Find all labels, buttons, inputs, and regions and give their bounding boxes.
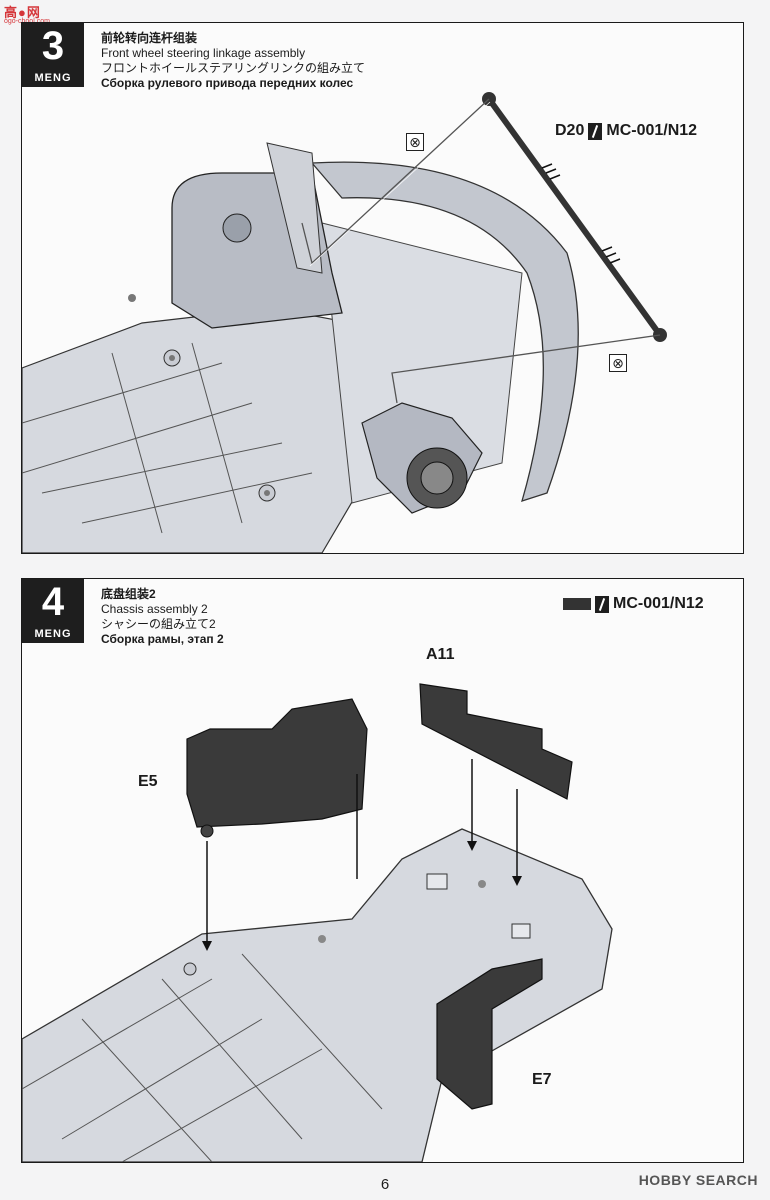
- paint-legend: MC-001/N12: [563, 595, 704, 613]
- step-4-illustration: [22, 683, 613, 1162]
- paint-reference: MC-001/N12: [606, 122, 698, 139]
- part-label-e5: E5: [138, 773, 158, 790]
- step-number: 4: [41, 580, 65, 624]
- page-number: 6: [380, 1176, 390, 1193]
- step-title-zh: 底盘组装2: [101, 587, 156, 601]
- part-label-e7: E7: [532, 1071, 552, 1088]
- step-title-zh: 前轮转向连杆组装: [101, 31, 198, 45]
- step-title-ru: Сборка рамы, этап 2: [101, 632, 224, 646]
- brand-logo: MENG: [34, 72, 72, 84]
- part-label: D20: [555, 122, 585, 139]
- watermark-hobby-search: HOBBY SEARCH: [638, 1172, 758, 1188]
- color-swatch: [563, 598, 591, 610]
- watermark-url: ogo-chool.com: [4, 18, 50, 25]
- step-number: 3: [41, 24, 65, 68]
- brush-icon: [595, 595, 609, 613]
- step-3-illustration: [22, 92, 667, 553]
- part-label-a11: A11: [426, 646, 455, 663]
- step-title-ja: シャシーの組み立て2: [101, 617, 216, 631]
- part-callout-d20: D20 MC-001/N12: [555, 122, 697, 140]
- step-3-panel: 3 MENG 前轮转向连杆组装 Front wheel steering lin…: [21, 22, 744, 554]
- step-title-en: Front wheel steering linkage assembly: [101, 46, 306, 60]
- step-title-ja: フロントホイールステアリングリンクの組み立て: [101, 61, 366, 75]
- step-4-panel: 4 MENG 底盘组装2 Chassis assembly 2 シャシーの組み立…: [21, 578, 744, 1163]
- step-number-badge: 3 MENG: [22, 23, 84, 87]
- no-glue-icon: ⊗: [406, 133, 424, 151]
- step-title-block: 底盘组装2 Chassis assembly 2 シャシーの組み立て2 Сбор…: [101, 587, 224, 647]
- step-title-block: 前轮转向连杆组装 Front wheel steering linkage as…: [101, 31, 365, 91]
- brush-icon: [588, 122, 603, 140]
- brand-logo: MENG: [34, 628, 72, 640]
- step-number-badge: 4 MENG: [22, 579, 84, 643]
- step-title-en: Chassis assembly 2: [101, 602, 208, 616]
- watermark-brand: 高●网: [4, 5, 41, 20]
- no-glue-icon: ⊗: [609, 354, 627, 372]
- step-title-ru: Сборка рулевого привода передних колес: [101, 76, 354, 90]
- paint-reference: MC-001/N12: [613, 595, 704, 612]
